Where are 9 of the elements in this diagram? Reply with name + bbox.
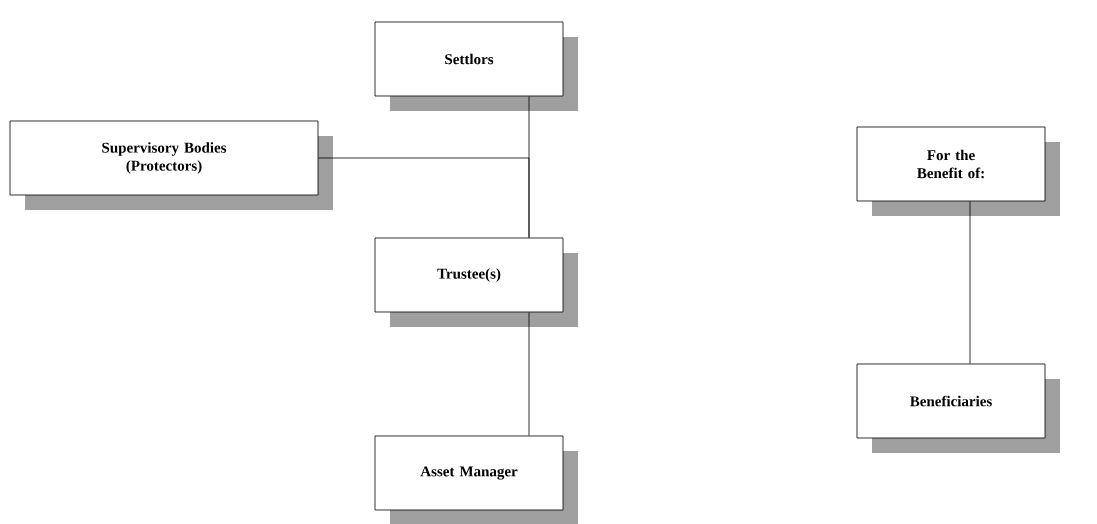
connector-line bbox=[318, 157, 530, 238]
entity-box: Beneficiaries bbox=[856, 363, 1060, 453]
entity-box: Settlors bbox=[374, 21, 578, 111]
entity-box: For the Benefit of: bbox=[856, 126, 1060, 216]
entity-box: Asset Manager bbox=[374, 435, 578, 524]
connector-line bbox=[969, 201, 971, 364]
entity-box: Supervisory Bodies (Protectors) bbox=[9, 120, 333, 210]
entity-box: Trustee(s) bbox=[374, 237, 578, 327]
connector-line bbox=[528, 312, 530, 436]
